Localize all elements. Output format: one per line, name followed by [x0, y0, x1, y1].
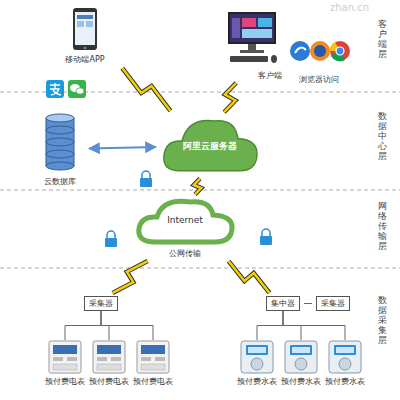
layer-label: 数据中心层: [378, 112, 387, 161]
node-label: 阿里云服务器: [183, 142, 237, 151]
icon-node: 预付费电表: [132, 340, 174, 386]
double-arrow: [89, 147, 156, 149]
node-label: 云数据库: [44, 177, 76, 186]
node-label: 预付费电表: [133, 377, 173, 386]
lightning-link: [229, 261, 270, 293]
wire: [283, 311, 345, 340]
lightning-link: [224, 83, 236, 112]
meterW-icon: [280, 340, 322, 374]
pc-icon: [222, 10, 282, 66]
db-icon: [35, 112, 85, 172]
wire: [304, 303, 312, 304]
device-box: 集中器: [266, 296, 300, 311]
phone-icon: [50, 6, 120, 52]
node-label: 采集器: [89, 299, 113, 308]
lightning-link: [113, 261, 148, 293]
icon-node: 预付费水表: [324, 340, 366, 386]
payment-icons: [46, 80, 86, 98]
icon-node: 预付费电表: [44, 340, 86, 386]
node-label: Internet: [135, 216, 235, 225]
cloud-node: Internet 公网传输: [135, 196, 235, 258]
icon-node: 预付费电表: [88, 340, 130, 386]
lock-icons: [105, 171, 272, 247]
lightning-link: [122, 68, 170, 111]
icon-node: 移动端APP: [50, 6, 120, 64]
device-box: 采集器: [84, 296, 118, 311]
meterE-icon: [132, 340, 174, 374]
layer-label: 网络传输层: [378, 202, 387, 251]
node-label: 预付费电表: [89, 377, 129, 386]
lightning-link: [122, 68, 170, 111]
wire: [101, 311, 153, 340]
meterE-icon: [88, 340, 130, 374]
node-label: 预付费水表: [325, 377, 365, 386]
browsers-icon: [288, 38, 350, 64]
node-label: 预付费水表: [281, 377, 321, 386]
icon-node: 预付费水表: [280, 340, 322, 386]
node-label: 浏览器访问: [299, 75, 339, 84]
node-label: 客户端: [258, 71, 282, 80]
meterW-icon: [324, 340, 366, 374]
icon-node: 浏览器访问: [288, 38, 350, 84]
cloud-node: 阿里云服务器: [160, 115, 260, 177]
layer-label: 客户端层: [378, 20, 387, 60]
lightning-link: [194, 179, 201, 195]
lightning-link: [229, 261, 270, 293]
layer-divider: [0, 92, 400, 268]
icon-node: 云数据库: [35, 112, 85, 186]
wire: [65, 311, 101, 340]
node-label: 采集器: [321, 299, 345, 308]
icon-node: 预付费水表: [236, 340, 278, 386]
node-label: 公网传输: [169, 249, 201, 258]
node-label: 集中器: [271, 299, 295, 308]
meterE-icon: [44, 340, 86, 374]
lightning-link: [113, 261, 148, 293]
icon-node: 客户端: [222, 10, 282, 80]
node-label: 预付费电表: [45, 377, 85, 386]
wire: [257, 311, 283, 340]
node-label: 移动端APP: [65, 55, 104, 64]
device-box: 采集器: [316, 296, 350, 311]
lightning-link: [224, 83, 236, 112]
node-label: 预付费水表: [237, 377, 277, 386]
watermark: zhan.cn: [330, 2, 369, 13]
lightning-link: [194, 179, 201, 195]
meterW-icon: [236, 340, 278, 374]
layer-label: 数据采集层: [378, 296, 387, 345]
